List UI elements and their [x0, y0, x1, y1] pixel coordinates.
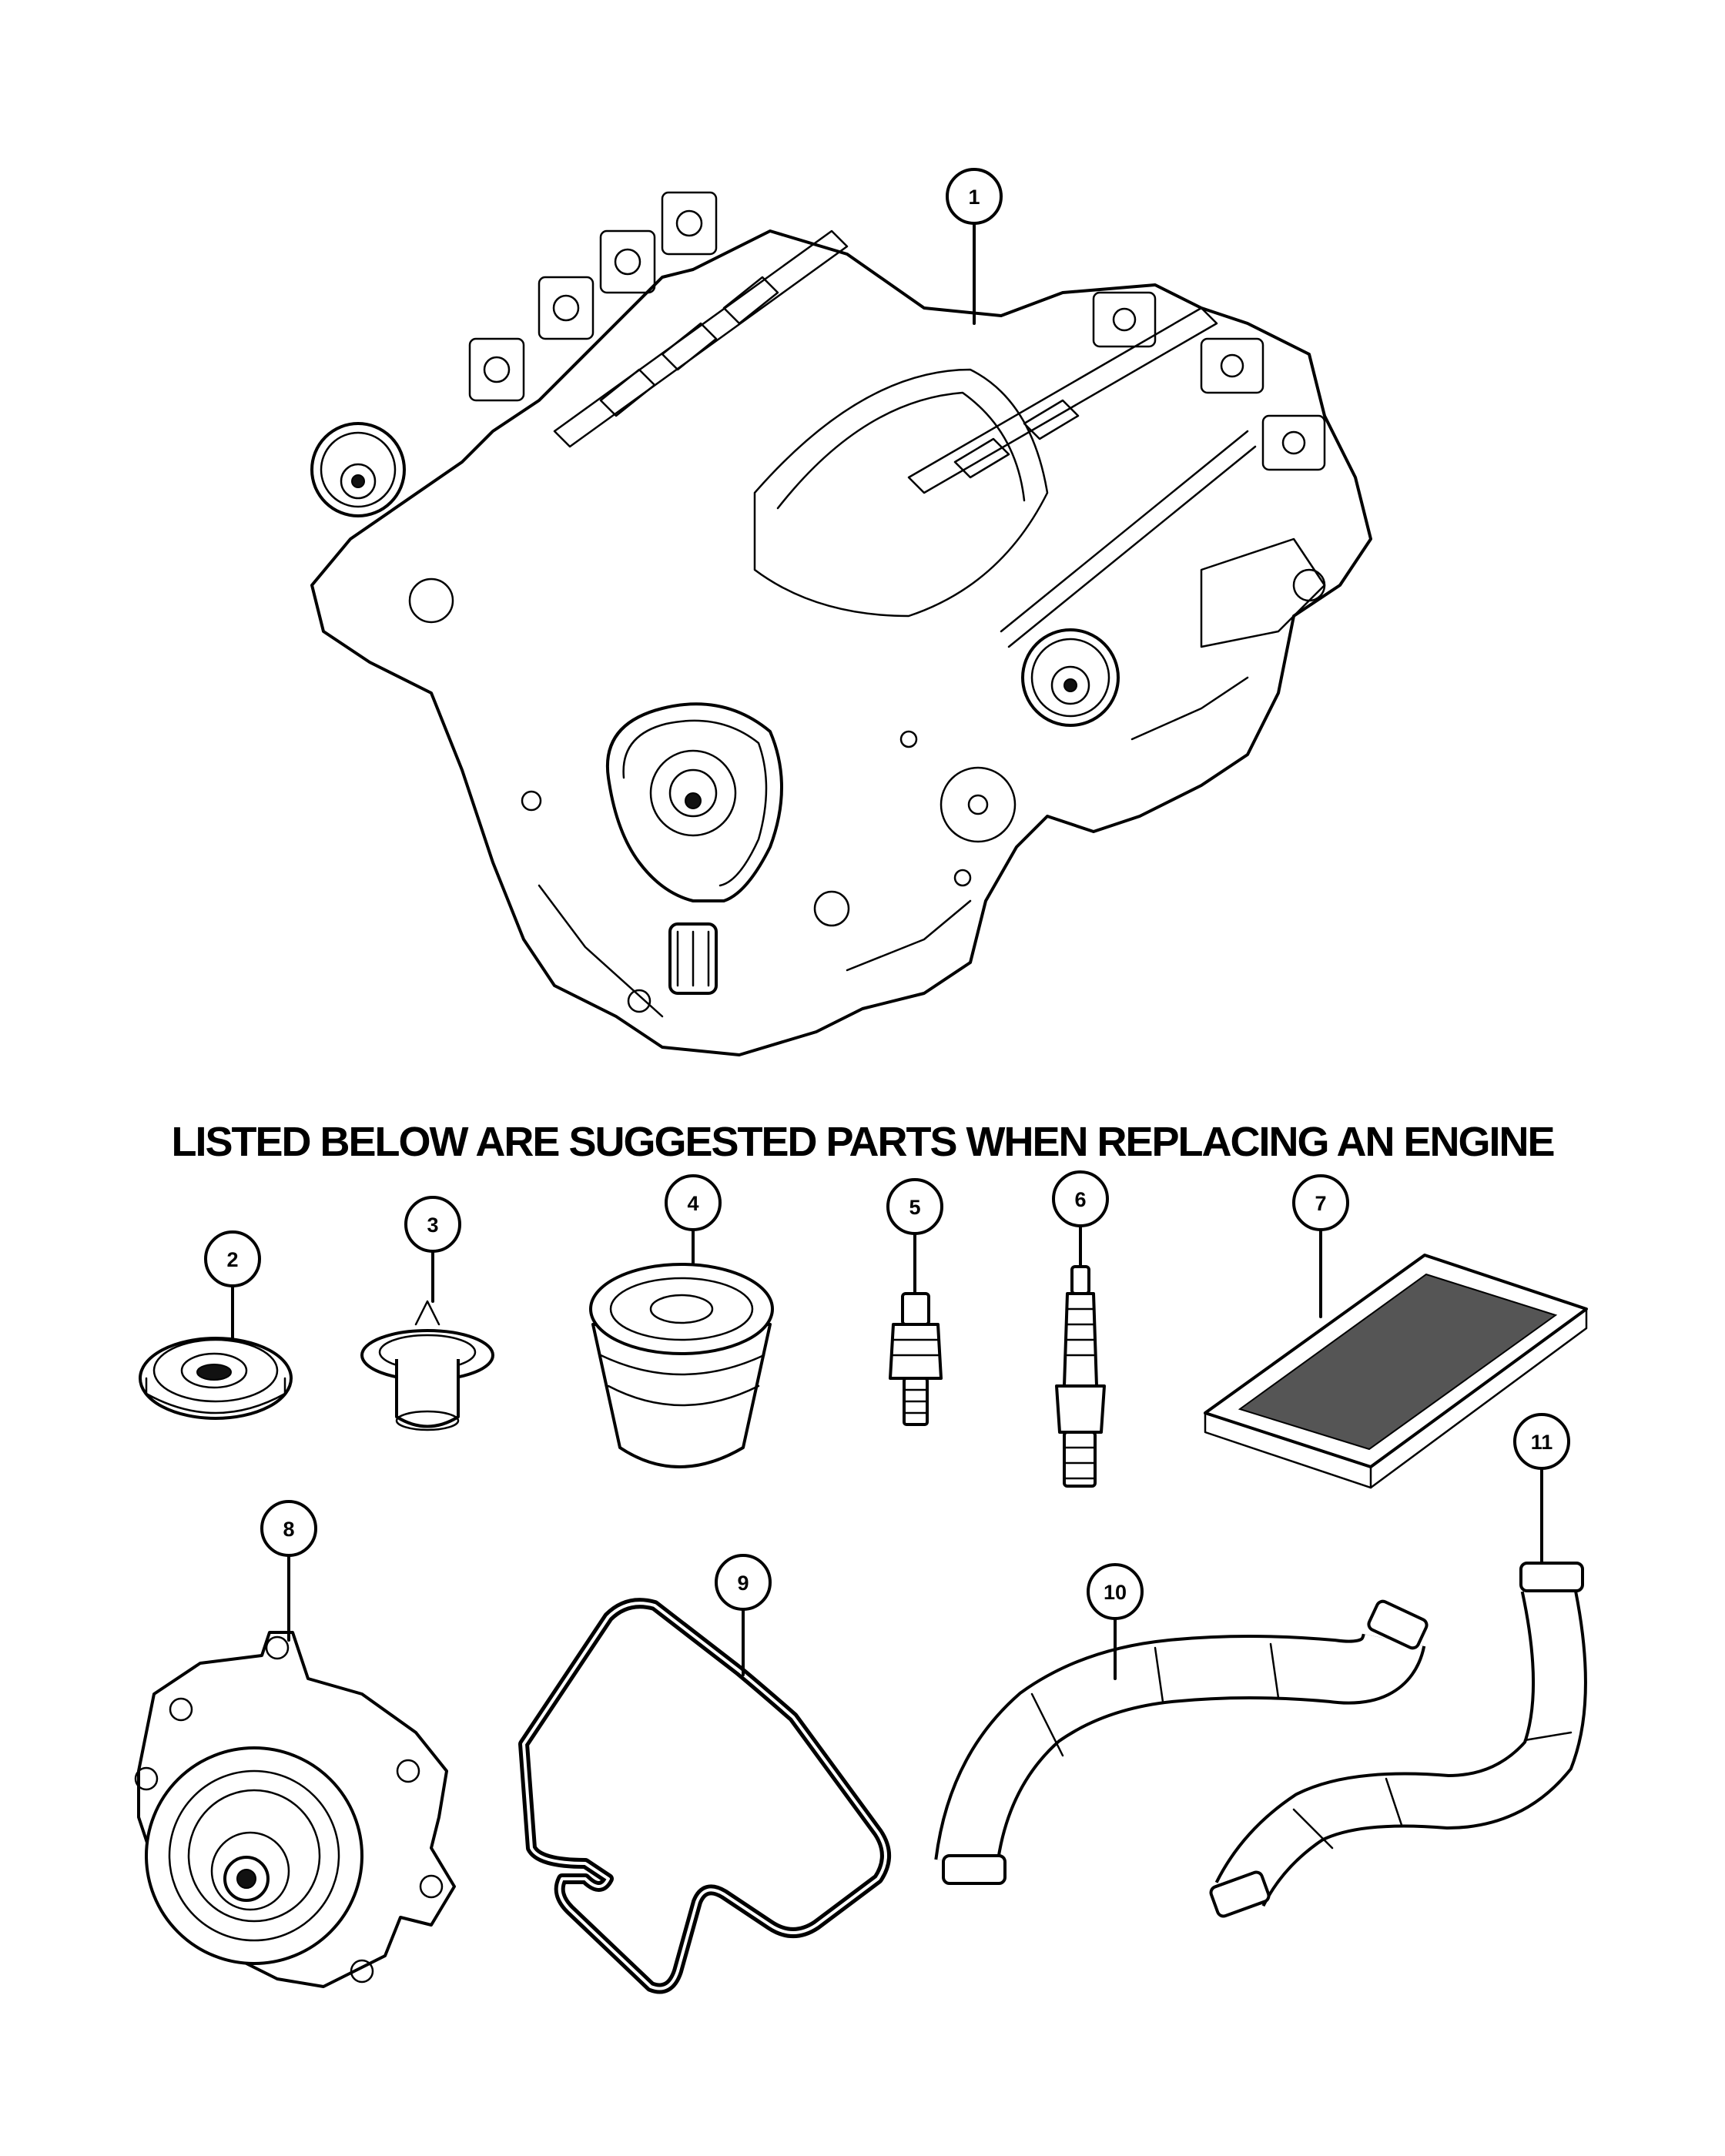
radiator-hose-upper: 10: [934, 1563, 1429, 1885]
radiator-hose-lower: 11: [1209, 1413, 1587, 1918]
spark-plug: 6: [1052, 1170, 1109, 1488]
callout-6: 6: [1074, 1188, 1086, 1211]
radiator-cap: 2: [139, 1230, 293, 1420]
callout-2: 2: [226, 1248, 238, 1271]
callout-5: 5: [909, 1196, 920, 1219]
callout-3: 3: [427, 1214, 438, 1237]
water-pump: 8: [134, 1500, 456, 1988]
callout-10: 10: [1104, 1581, 1127, 1604]
engine-illustration: 1: [310, 168, 1372, 1056]
callout-8: 8: [283, 1518, 294, 1541]
serpentine-belt: 9: [518, 1554, 891, 1994]
thermostat: 3: [360, 1196, 494, 1431]
callout-9: 9: [737, 1572, 749, 1595]
air-filter: 7: [1204, 1174, 1588, 1489]
callout-4: 4: [687, 1192, 698, 1215]
callout-1: 1: [968, 186, 980, 209]
oil-filter: 4: [589, 1174, 774, 1468]
callout-7: 7: [1315, 1192, 1326, 1215]
diagram-heading: LISTED BELOW ARE SUGGESTED PARTS WHEN RE…: [171, 1119, 1555, 1165]
callout-11: 11: [1531, 1431, 1553, 1454]
sensor: 5: [886, 1178, 943, 1426]
